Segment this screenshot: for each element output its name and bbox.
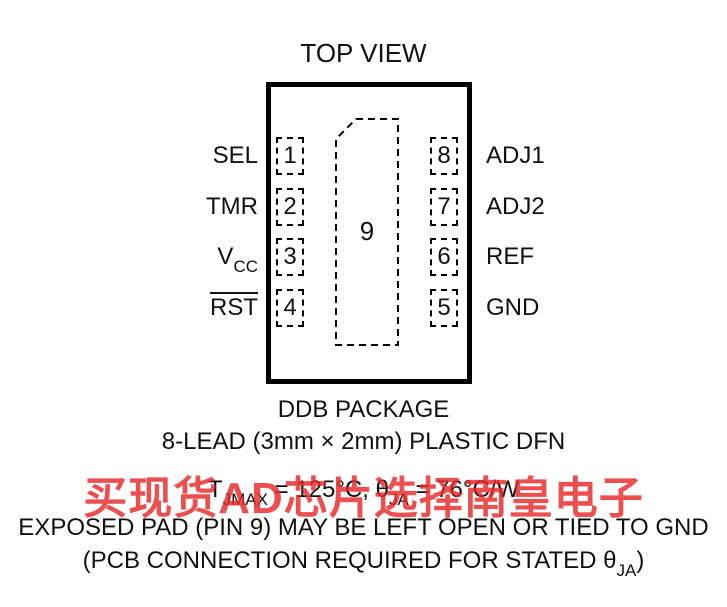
exposed-pad-note: EXPOSED PAD (PIN 9) MAY BE LEFT OPEN OR … [18, 514, 709, 541]
pin-label-adj2: ADJ2 [486, 193, 545, 220]
theta-sub: JA [388, 490, 409, 509]
pin-2: 2 [276, 188, 304, 226]
pin-8: 8 [430, 137, 458, 175]
tjmax-symbol: T [207, 476, 223, 503]
pin-label-rst: RST [138, 289, 258, 327]
pin-7: 7 [430, 188, 458, 226]
pin-label-vcc-sub: CC [233, 257, 258, 276]
pin-4: 4 [276, 289, 304, 327]
pin-label-gnd: GND [486, 294, 540, 321]
pin-label-sel: SEL [212, 142, 258, 169]
pin-5: 5 [430, 289, 458, 327]
view-title: TOP VIEW [300, 38, 427, 68]
package-name: DDB PACKAGE [277, 396, 450, 423]
theta-value: = 76°C/W [408, 476, 520, 503]
pin-1: 1 [276, 137, 304, 175]
pin-label-rst-text: RST [210, 294, 258, 321]
package-description: 8-LEAD (3mm × 2mm) PLASTIC DFN [161, 428, 566, 455]
pin-label-vcc: VCC [138, 238, 258, 278]
theta-symbol: θ [375, 476, 389, 503]
tjmax-value: = 125°C, [267, 476, 376, 503]
package-outline [266, 82, 472, 384]
exposed-pad-outline [335, 118, 399, 346]
watermark-text: 买现货AD芯片选择南皇电子 [83, 474, 644, 523]
pin-label-adj1: ADJ1 [486, 142, 545, 169]
pin-6: 6 [430, 238, 458, 276]
pin-3: 3 [276, 238, 304, 276]
pin-label-tmr: TMR [206, 193, 258, 220]
note2-prefix: (PCB CONNECTION REQUIRED FOR STATED [82, 547, 604, 574]
note2-theta: θ [603, 547, 617, 574]
note2-suffix: ) [636, 547, 645, 574]
exposed-pad-number: 9 [359, 216, 375, 246]
pcb-connection-note: (PCB CONNECTION REQUIRED FOR STATED θJA) [0, 547, 727, 580]
pin-label-ref: REF [486, 243, 534, 270]
thermal-spec: TJMAX = 125°C, θJA = 76°C/W [0, 476, 727, 509]
tjmax-sub: JMAX [222, 490, 268, 509]
note2-sub: JA [616, 561, 637, 580]
pin-label-vcc-main: V [217, 243, 234, 270]
